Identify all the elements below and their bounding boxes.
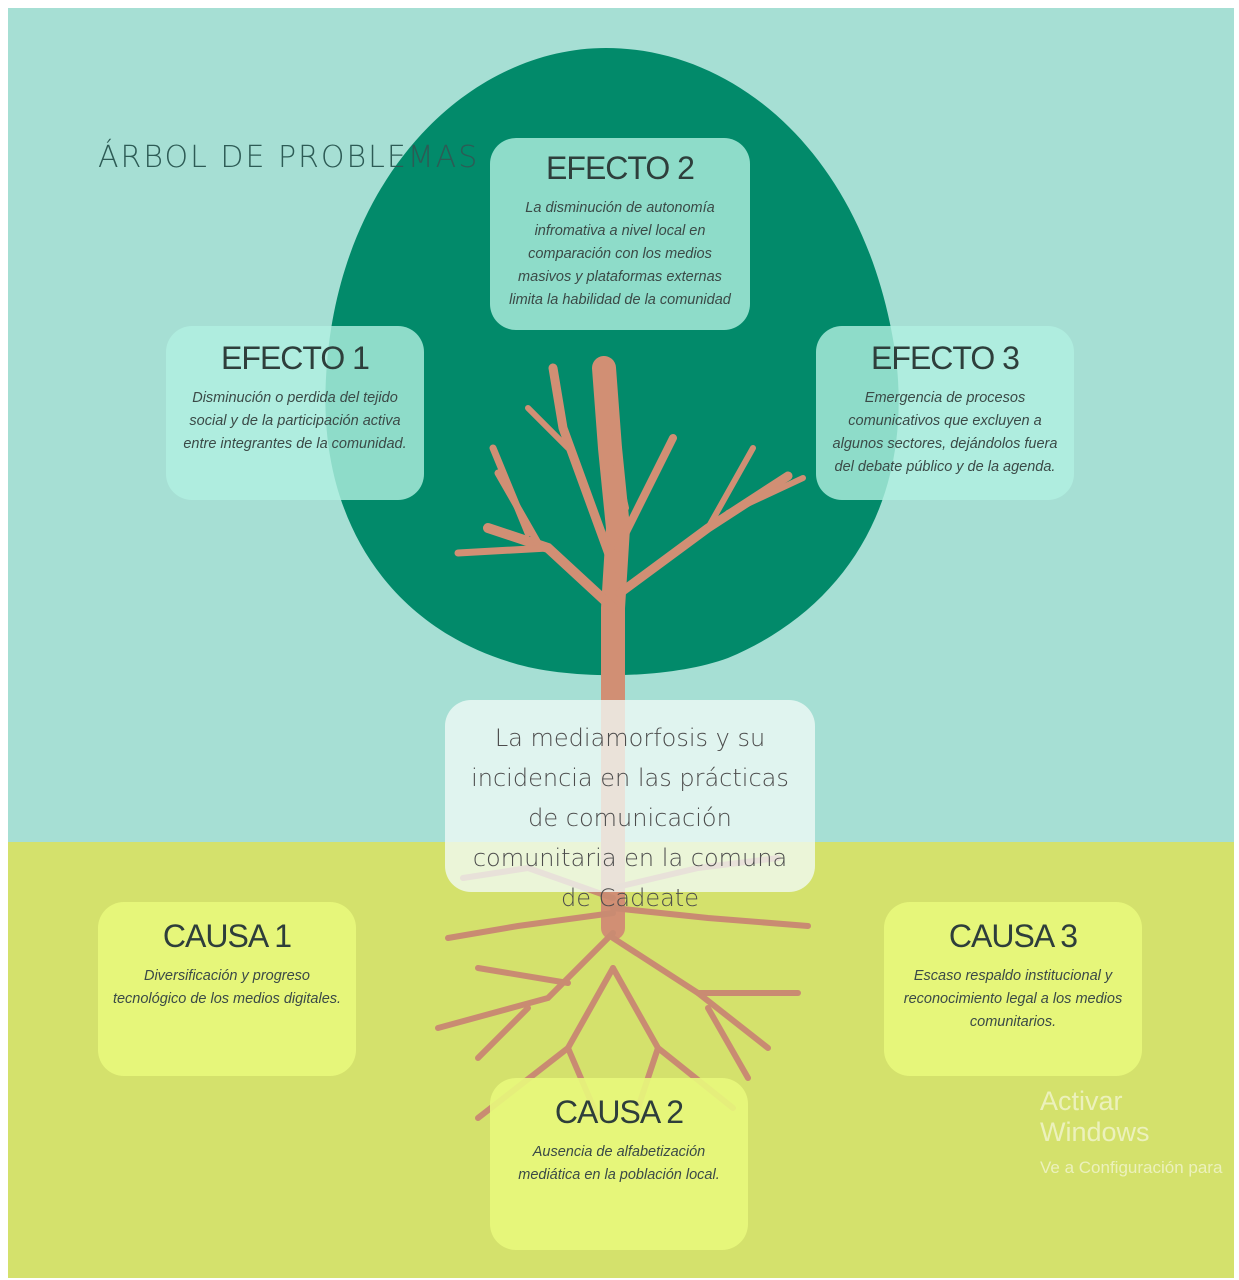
cause-2-text: Ausencia de alfabetización mediática en … [518, 1144, 720, 1183]
effect-card-2: EFECTO 2 La disminución de autonomía inf… [490, 138, 750, 330]
problem-tree-canvas: ÁRBOL DE PROBLEMAS EFECTO 1 Disminución … [8, 8, 1234, 1278]
effect-3-text: Emergencia de procesos comunicativos que… [832, 390, 1058, 475]
cause-3-text: Escaso respaldo institucional y reconoci… [903, 968, 1123, 1030]
windows-activation-watermark: Activar Windows Ve a Configuración para [1040, 1086, 1234, 1178]
cause-1-heading: CAUSA 1 [162, 918, 292, 954]
watermark-line-2: Ve a Configuración para [1040, 1158, 1223, 1177]
effect-1-heading: EFECTO 1 [221, 340, 370, 376]
effect-2-heading: EFECTO 2 [546, 150, 695, 186]
tree-illustration [325, 48, 899, 1121]
watermark-line-1: Activar Windows [1040, 1086, 1150, 1147]
central-problem-text: La mediamorfosis y su incidencia en las … [471, 724, 789, 912]
cause-2-heading: CAUSA 2 [554, 1094, 684, 1130]
effect-3-heading: EFECTO 3 [871, 340, 1020, 376]
diagram-title: ÁRBOL DE PROBLEMAS [98, 140, 480, 175]
cause-3-heading: CAUSA 3 [948, 918, 1078, 954]
cause-card-2: CAUSA 2 Ausencia de alfabetización mediá… [490, 1078, 748, 1250]
cause-card-1: CAUSA 1 Diversificación y progreso tecno… [98, 902, 356, 1076]
effect-card-1: EFECTO 1 Disminución o perdida del tejid… [166, 326, 424, 500]
effect-2-text: La disminución de autonomía infromativa … [509, 200, 731, 308]
central-problem-box: La mediamorfosis y su incidencia en las … [445, 700, 815, 912]
effect-1-text: Disminución o perdida del tejido social … [183, 390, 407, 452]
effect-card-3: EFECTO 3 Emergencia de procesos comunica… [816, 326, 1074, 500]
cause-1-text: Diversificación y progreso tecnológico d… [112, 968, 342, 1007]
cause-card-3: CAUSA 3 Escaso respaldo institucional y … [884, 902, 1142, 1076]
